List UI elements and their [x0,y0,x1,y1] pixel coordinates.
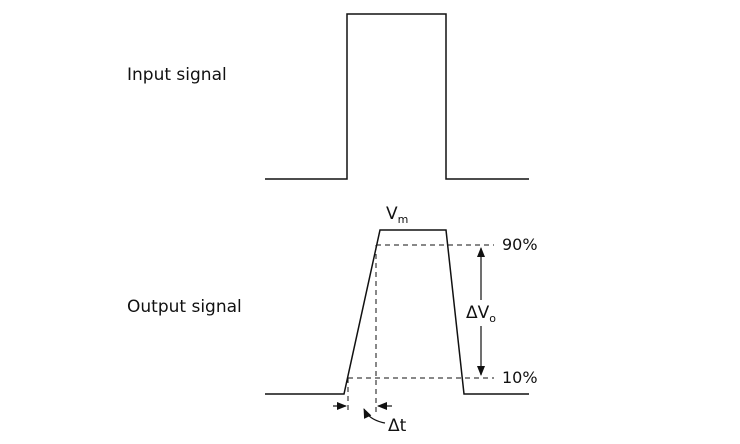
ninety-percent-label: 90% [502,235,538,254]
output-signal-label: Output signal [127,297,242,317]
delta-t-label: Δt [388,416,407,436]
input-pulse-waveform [265,13,529,180]
ten-percent-label: 10% [502,368,538,387]
input-signal-label: Input signal [127,65,227,85]
delta-t-pointer-arrow [363,408,386,424]
delta-vo-label: ΔVo [466,303,496,325]
output-pulse-waveform [265,229,529,395]
vm-label: Vm [386,204,408,226]
